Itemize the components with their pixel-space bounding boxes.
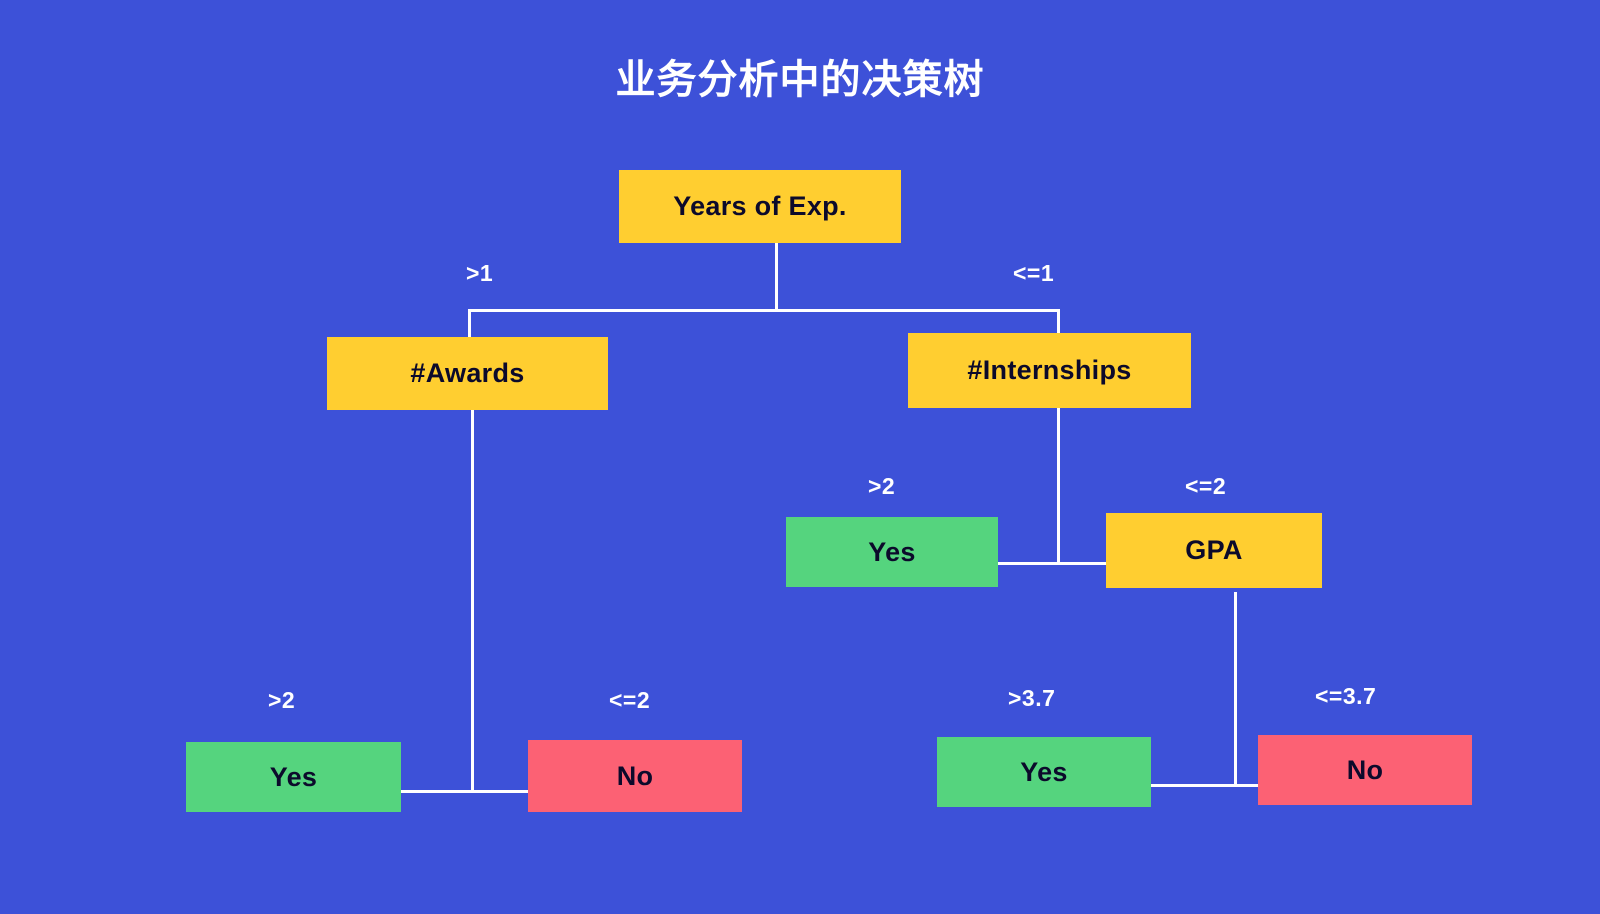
edge-label-root-left: >1 xyxy=(466,260,494,286)
connector-root-bus xyxy=(468,309,1060,312)
page-title: 业务分析中的决策树 xyxy=(615,58,985,102)
connector-root-to-awards xyxy=(468,309,471,337)
node-internships[interactable]: #Internships xyxy=(908,333,1191,408)
connector-gpa-bus xyxy=(1148,784,1288,787)
edge-label-internships-right: <=2 xyxy=(1185,473,1227,499)
edge-label-gpa-left: >3.7 xyxy=(1008,685,1056,711)
node-gpa-yes[interactable]: Yes xyxy=(937,737,1151,807)
edge-label-awards-left: >2 xyxy=(268,687,296,713)
connector-internships-bus xyxy=(996,562,1108,565)
edge-label-gpa-right: <=3.7 xyxy=(1315,683,1377,709)
node-internships-yes[interactable]: Yes xyxy=(786,517,998,587)
node-awards-no[interactable]: No xyxy=(528,740,742,812)
node-gpa[interactable]: GPA xyxy=(1106,513,1322,588)
connector-root-to-internships xyxy=(1057,309,1060,333)
connector-gpa-stem xyxy=(1234,592,1237,786)
edge-label-root-right: <=1 xyxy=(1013,260,1055,286)
node-years-of-exp[interactable]: Years of Exp. xyxy=(619,170,901,243)
edge-label-awards-right: <=2 xyxy=(609,687,651,713)
edge-label-internships-left: >2 xyxy=(868,473,896,499)
connector-internships-stem xyxy=(1057,408,1060,564)
node-awards[interactable]: #Awards xyxy=(327,337,608,410)
connector-root-stem xyxy=(775,243,778,311)
node-gpa-no[interactable]: No xyxy=(1258,735,1472,805)
connector-awards-bus xyxy=(399,790,529,793)
node-awards-yes[interactable]: Yes xyxy=(186,742,401,812)
connector-awards-stem xyxy=(471,410,474,792)
